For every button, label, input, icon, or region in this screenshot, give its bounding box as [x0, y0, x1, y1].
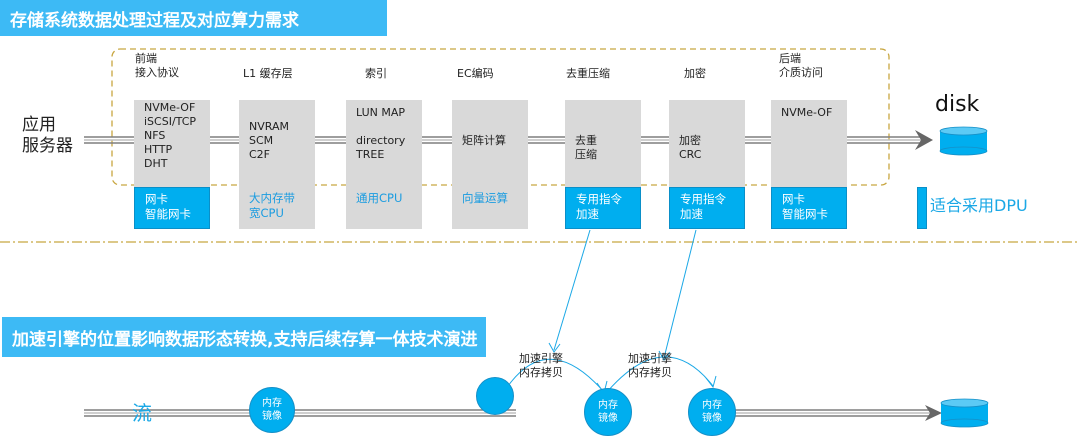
disk-icon-bottom: [940, 398, 989, 428]
process-box-backend: NVMe-OF: [771, 100, 847, 188]
stage-label-frontend: 前端 接入协议: [135, 52, 179, 79]
hw-box-dedup: 专用指令 加速: [565, 187, 641, 229]
hw-box-encrypt: 专用指令 加速: [669, 187, 745, 229]
stage-label-dedup: 去重压缩: [566, 67, 610, 80]
process-box-cache: NVRAM SCM C2F: [239, 100, 315, 188]
flow-node-source: [476, 377, 514, 415]
hw-box-frontend: 网卡 智能网卡: [134, 187, 210, 229]
flow-node-memory-mirror: 内存 镜像: [584, 388, 632, 436]
stage-label-ec: EC编码: [457, 67, 494, 80]
top-banner: 存储系统数据处理过程及对应算力需求: [0, 0, 387, 36]
hw-box-cache: 大内存带 宽CPU: [239, 187, 315, 229]
hw-box-ec: 向量运算: [452, 187, 528, 229]
flow-pipe-arrowhead: [925, 405, 942, 421]
flow-node-memory-mirror: 内存 镜像: [688, 388, 736, 436]
process-box-ec: 矩阵计算: [452, 100, 528, 188]
connector-dedup: [553, 229, 591, 351]
bottom-banner-title: 加速引擎的位置影响数据形态转换,支持后续存算一体技术演进: [12, 329, 478, 350]
hw-box-index: 通用CPU: [346, 187, 422, 229]
process-box-encrypt: 加密 CRC: [669, 100, 745, 188]
stage-label-encrypt: 加密: [684, 67, 706, 80]
process-box-index: LUN MAP directory TREE: [346, 100, 422, 188]
stage-label-cache: L1 缓存层: [243, 67, 293, 80]
flow-pipe-right: [735, 409, 930, 417]
flow-pipe-left: [84, 409, 516, 417]
app-server-label: 应用 服务器: [22, 115, 73, 156]
top-banner-title: 存储系统数据处理过程及对应算力需求: [10, 10, 299, 31]
legend-swatch: [917, 187, 927, 229]
engine-arc-2: [606, 356, 714, 393]
flow-node-memory-mirror: 内存 镜像: [249, 387, 295, 433]
engine-arc-1: [501, 358, 605, 396]
legend-label: 适合采用DPU: [930, 196, 1028, 215]
process-group-dashed-box: [111, 48, 890, 186]
hw-box-backend: 网卡 智能网卡: [771, 187, 847, 229]
engine-label-1: 加速引擎 内存拷贝: [519, 352, 563, 379]
main-pipe-arrowhead: [915, 130, 933, 150]
flow-label: 流: [132, 401, 152, 425]
connector-dedup-arrow: [548, 342, 561, 353]
disk-label: disk: [935, 92, 980, 117]
stage-label-backend: 后端 介质访问: [779, 52, 823, 79]
process-box-dedup: 去重 压缩: [565, 100, 641, 188]
disk-icon-top: [939, 126, 988, 156]
stage-label-index: 索引: [365, 67, 387, 80]
engine-label-2: 加速引擎 内存拷贝: [628, 352, 672, 379]
process-box-frontend: NVMe-OF iSCSI/TCP NFS HTTP DHT: [134, 100, 210, 188]
connector-encrypt: [663, 229, 697, 359]
bottom-banner: 加速引擎的位置影响数据形态转换,支持后续存算一体技术演进: [2, 317, 486, 357]
engine-arc-2-arrow: [705, 375, 717, 389]
connector-encrypt-arrow: [658, 350, 671, 361]
